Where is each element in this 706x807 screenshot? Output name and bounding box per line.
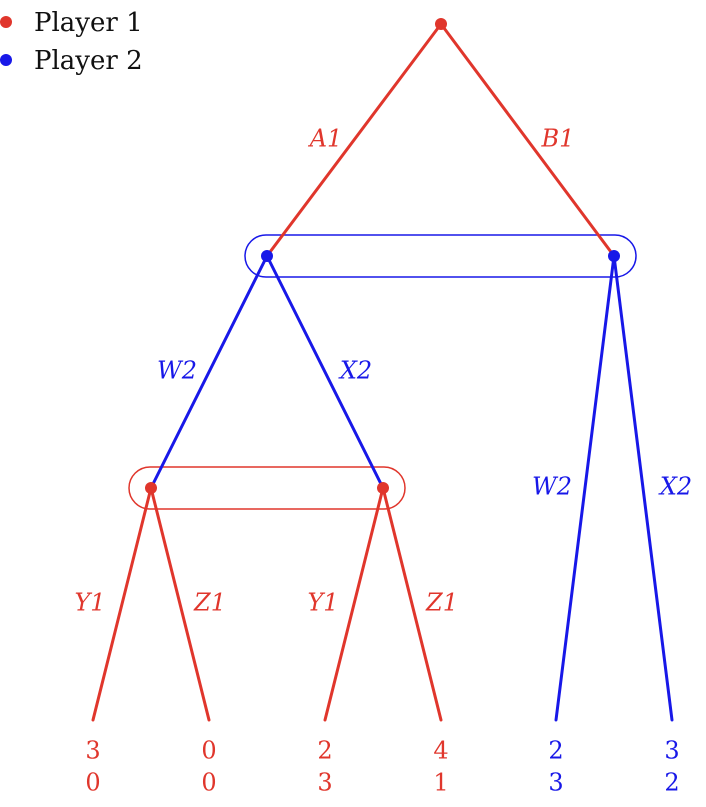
edge-root-p2_left	[265, 22, 443, 258]
payoff-p2-leaf6: 2	[664, 769, 679, 797]
edge-label-a1: A1	[308, 125, 343, 153]
edge-p1_left-leaf2	[149, 486, 211, 722]
payoff-p2-leaf3: 3	[317, 769, 332, 797]
payoff-p1-leaf5: 2	[548, 737, 563, 765]
legend-label-player-2: Player 2	[34, 46, 143, 76]
edge-p1_right-leaf4	[381, 486, 443, 722]
edges	[91, 22, 674, 722]
edge-p2_left-p1_right	[265, 254, 385, 490]
information-set-1	[244, 234, 637, 278]
edge-root-p2_right	[439, 22, 616, 258]
decision-node-p1-right	[377, 482, 389, 494]
edge-label-x2: X2	[658, 473, 692, 501]
payoff-p2-leaf4: 1	[433, 769, 448, 797]
legend-marker-player-2	[0, 54, 12, 66]
edge-label-z1: Z1	[193, 589, 226, 617]
legend-marker-player-1	[0, 16, 12, 28]
edge-p2_right-leaf5	[554, 254, 616, 722]
edge-label-b1: B1	[541, 125, 575, 153]
edge-p1_right-leaf3	[323, 486, 385, 722]
legend: Player 1 Player 2	[0, 8, 143, 76]
decision-node-root	[435, 18, 447, 30]
legend-label-player-1: Player 1	[34, 8, 143, 38]
payoff-p1-leaf1: 3	[85, 737, 100, 765]
payoffs: 3 0 0 0 2 3 4 1 2 3 3 2	[85, 737, 679, 797]
payoff-p1-leaf2: 0	[201, 737, 216, 765]
payoff-p2-leaf2: 0	[201, 769, 216, 797]
information-sets	[128, 234, 637, 510]
decision-node-p2-left	[261, 250, 273, 262]
payoff-p1-leaf3: 2	[317, 737, 332, 765]
payoff-p2-leaf1: 0	[85, 769, 100, 797]
nodes	[145, 18, 620, 494]
payoff-p2-leaf5: 3	[548, 769, 563, 797]
decision-node-p1-left	[145, 482, 157, 494]
edge-p1_left-leaf1	[91, 486, 153, 722]
edge-label-y1: Y1	[307, 589, 338, 617]
edge-label-w2: W2	[157, 357, 197, 385]
information-set-2	[128, 466, 406, 510]
payoff-p1-leaf4: 4	[433, 737, 448, 765]
edge-p2_right-leaf6	[612, 254, 674, 722]
edge-p2_left-p1_left	[149, 254, 269, 490]
edge-label-y1: Y1	[74, 589, 105, 617]
edge-label-w2: W2	[532, 473, 572, 501]
payoff-p1-leaf6: 3	[664, 737, 679, 765]
edge-label-x2: X2	[338, 357, 372, 385]
decision-node-p2-right	[608, 250, 620, 262]
edge-label-z1: Z1	[425, 589, 458, 617]
